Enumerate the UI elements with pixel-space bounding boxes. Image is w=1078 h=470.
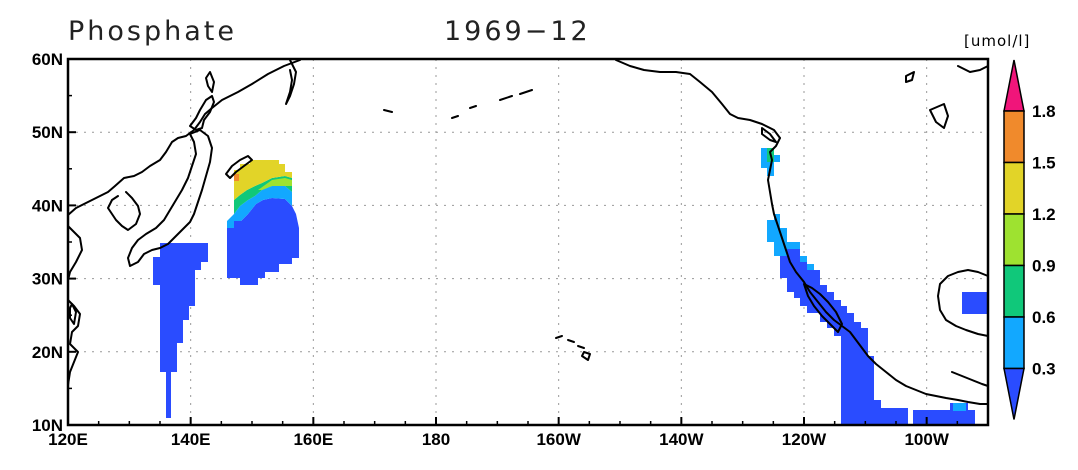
coastline-hawaii [555,335,591,361]
lon-tick-label-2: 160E [293,430,333,449]
coastline-asia-mainland [67,59,301,216]
colorbar-bottom-arrow [1003,367,1025,420]
colorbar-segment-2 [1003,264,1025,318]
shade-region-kuroshio-cyan [227,186,292,228]
colorbar-label-1: 0.6 [1032,308,1056,327]
colorbar-label-0: 0.3 [1032,360,1056,379]
lat-tick-label-4: 50N [32,123,63,142]
coastline-vancouver-island [761,127,777,143]
coastline-japan-hokkaido [189,95,215,131]
lat-tick-label-5: 60N [32,50,63,69]
shade-region-kuroshio-yellow [234,160,292,200]
shade-cell-orange [234,174,239,181]
lat-tick-label-2: 30N [32,270,63,289]
shade-region-kuroshio-lime [258,178,292,190]
lon-tick-label-6: 120W [782,430,827,449]
latitude-labels: 10N 20N 30N 40N 50N 60N [32,50,63,435]
lon-tick-label-1: 140E [171,430,211,449]
lat-tick-label-0: 10N [32,416,63,435]
lon-tick-label-4: 160W [536,430,581,449]
coastline-kurils [225,155,253,179]
coastline-alaska [615,59,781,139]
colorbar: 0.3 0.6 0.9 1.2 1.5 1.8 [1003,59,1056,420]
colorbar-top-arrow [1003,59,1025,112]
coastline-japan-honshu [127,129,213,267]
lon-tick-label-3: 180 [422,430,450,449]
colorbar-label-2: 0.9 [1032,257,1056,276]
coastline-yucatan [951,371,989,387]
coastline-aleutians [383,89,533,119]
colorbar-label-4: 1.5 [1032,154,1056,173]
coastline-korea [107,191,141,231]
coastline-sakhalin [205,71,215,93]
units-label: [umol/l] [964,32,1030,50]
coastline-north-america-west [767,137,989,405]
gridlines [68,59,988,425]
coastline-taiwan [69,303,77,325]
map-background [68,59,988,425]
shade-region-gulf-of-mexico [962,292,988,314]
lon-tick-label-5: 140W [659,430,704,449]
lat-tick-label-3: 40N [32,196,63,215]
colorbar-label-3: 1.2 [1032,205,1056,224]
coastline-china-east [67,225,83,386]
shade-region-kuroshio-blue [227,198,299,285]
longitude-labels: 120E 140E 160E 180 160W 140W 120W 100W [48,430,950,449]
coastlines [67,59,989,405]
colorbar-segment-5 [1003,110,1025,164]
colorbar-label-5: 1.8 [1032,102,1056,121]
map-plot-area [66,57,990,427]
lat-tick-label-1: 20N [32,343,63,362]
colorbar-segment-1 [1003,316,1025,370]
shade-cell-mexico-cyan [953,403,966,411]
coastline-kamchatka [285,59,297,105]
coastline-hudson-region [905,65,989,129]
coastline-baja-california [803,283,843,333]
lon-tick-label-7: 100W [904,430,949,449]
title-variable: Phosphate [68,16,237,47]
axis-ticks [67,58,959,426]
lon-tick-label-0: 120E [48,430,88,449]
shade-region-south-of-japan [153,243,208,418]
title-date: 1969−12 [444,16,591,47]
colorbar-segment-4 [1003,161,1025,215]
coastline-mexico-gulf [937,269,989,337]
colorbar-segment-3 [1003,213,1025,267]
